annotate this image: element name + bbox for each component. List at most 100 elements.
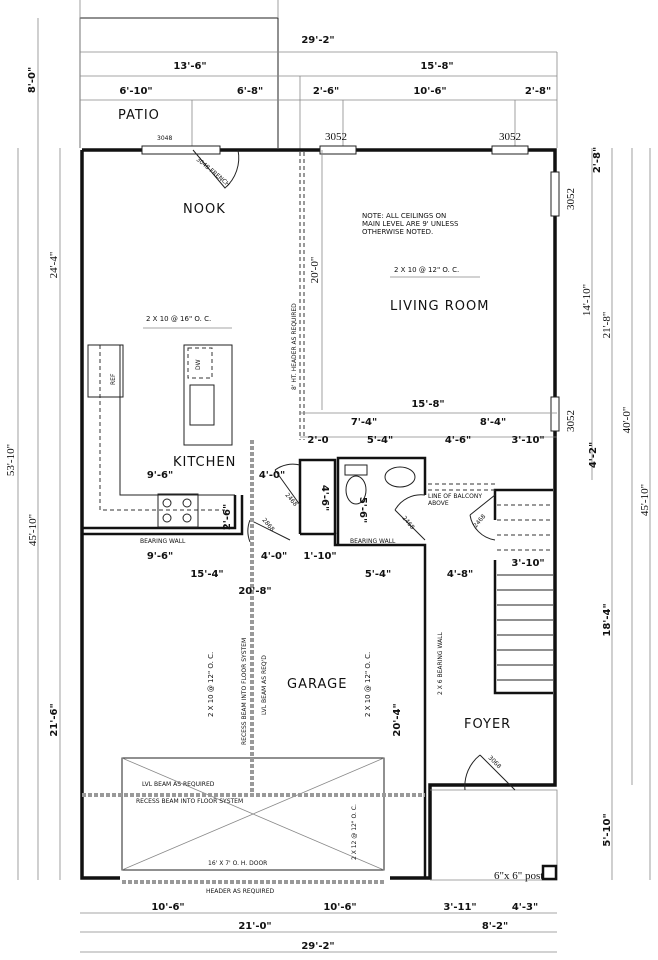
- door-label: 3068: [487, 754, 503, 770]
- dim-interior: 5'-4": [367, 435, 393, 446]
- dim-left-patio: 8'-0": [27, 67, 38, 93]
- top-dimensions: 29'-2" 13'-6" 15'-8" 6'-10" 6'-8" 2'-6" …: [79, 0, 558, 150]
- dim-bottom-right: 8'-2": [482, 921, 508, 932]
- room-label-living-room: LIVING ROOM: [390, 299, 489, 314]
- beam-note: LVL BEAM AS REQ'D: [261, 655, 268, 715]
- door-label: 2468: [472, 513, 487, 529]
- dim-top-right: 15'-8": [420, 61, 453, 72]
- window-label: 3052: [325, 131, 347, 143]
- dim-right: 21'-8": [601, 312, 613, 339]
- dim-interior: 5'-4": [365, 569, 391, 580]
- beam-note: RECESS BEAM INTO FLOOR SYSTEM: [241, 638, 248, 745]
- room-label-nook: NOOK: [183, 202, 226, 217]
- dim-right: 40'-0": [621, 407, 633, 434]
- dim-right: 14'-10": [581, 284, 593, 316]
- bearing-wall-label: BEARING WALL: [140, 538, 186, 545]
- window-label: 3052: [499, 131, 521, 143]
- dim-bottom-seg: 10'-6": [323, 902, 356, 913]
- dim-interior: 1'-10": [303, 551, 336, 562]
- garage-door-label: 16' X 7' O. H. DOOR: [208, 860, 267, 867]
- dim-top-seg: 6'-10": [119, 86, 152, 97]
- post-label: 6"x 6" post: [494, 870, 543, 882]
- door-label: 3048 FRENCH: [195, 156, 232, 188]
- ceiling-note: NOTE: ALL CEILINGS ON: [362, 212, 446, 220]
- dim-top-overall: 29'-2": [301, 35, 334, 46]
- ref-label: REF: [110, 373, 117, 385]
- stair-treads: [497, 504, 553, 681]
- dim-bottom-seg: 4'-3": [512, 902, 538, 913]
- dim-right: 45'-10": [639, 484, 651, 516]
- dim-interior: 4'-6": [319, 485, 330, 511]
- dim-top-seg: 6'-8": [237, 86, 263, 97]
- dim-left-overall: 53'-10": [5, 444, 17, 476]
- window-label: 3052: [565, 410, 577, 432]
- joist-note: 2 X 10 @ 12" O. C.: [207, 652, 215, 717]
- ceiling-note: OTHERWISE NOTED.: [362, 228, 433, 236]
- dishwasher-label: DW: [195, 359, 202, 370]
- bearing-wall-label: 2 X 6 BEARING WALL: [437, 631, 444, 695]
- dim-interior: 15'-4": [190, 569, 223, 580]
- dim-interior: 20'-0": [309, 257, 321, 284]
- joist-note: 2 X 12 @ 12" O. C.: [351, 804, 358, 860]
- dim-interior: 9'-6": [147, 551, 173, 562]
- dim-top-left: 13'-6": [173, 61, 206, 72]
- room-label-kitchen: KITCHEN: [173, 455, 236, 470]
- dim-interior: 4'-0": [261, 551, 287, 562]
- dim-bottom-left: 21'-0": [238, 921, 271, 932]
- dim-interior: 2'-6": [222, 504, 233, 530]
- ceiling-note: MAIN LEVEL ARE 9' UNLESS: [362, 220, 459, 228]
- window-label: 3048: [157, 135, 172, 142]
- dim-interior: 15'-8": [411, 399, 444, 410]
- header-note: 8' HT. HEADER AS REQUIRED: [291, 303, 298, 390]
- bearing-wall-label: BEARING WALL: [350, 538, 396, 545]
- joist-note: 2 X 10 @ 12" O. C.: [364, 652, 372, 717]
- dim-left-upper: 24'-4": [48, 252, 60, 279]
- bottom-dimensions: 10'-6" 10'-6" 3'-11" 4'-3" 21'-0" 8'-2" …: [80, 902, 557, 953]
- left-dimensions: 53'-10" 8'-0" 45'-10" 24'-4" 21'-6": [5, 18, 61, 880]
- room-label-garage: GARAGE: [287, 677, 347, 692]
- joist-note: 2 X 10 @ 12" O. C.: [394, 266, 459, 274]
- beam-note: RECESS BEAM INTO FLOOR SYSTEM: [136, 798, 243, 805]
- dim-interior: 4'-6": [445, 435, 471, 446]
- room-label-patio: PATIO: [118, 108, 160, 123]
- dim-right: 2'-8": [592, 147, 603, 173]
- dim-interior: 4'-0": [259, 470, 285, 481]
- dim-interior: 8'-4": [480, 417, 506, 428]
- patio: PATIO: [79, 17, 279, 148]
- room-label-foyer: FOYER: [464, 717, 511, 732]
- dim-bottom-seg: 3'-11": [443, 902, 476, 913]
- dim-right: 5'-10": [602, 813, 613, 846]
- dim-interior: 7'-4": [351, 417, 377, 428]
- dim-top-seg: 2'-8": [525, 86, 551, 97]
- interior-dimensions: 15'-8" 20'-0" 7'-4" 8'-4" 2'-0 5'-4" 4'-…: [147, 257, 545, 737]
- door-label: 2868: [260, 517, 275, 533]
- dim-interior: 3'-10": [511, 558, 544, 569]
- dim-interior: 20'-4": [392, 703, 403, 736]
- dim-right: 4'-2": [588, 442, 599, 468]
- dim-top-seg: 2'-6": [313, 86, 339, 97]
- dim-left-lower: 21'-6": [49, 703, 60, 736]
- post-icon: [541, 864, 558, 881]
- dim-interior: 2'-0: [307, 435, 328, 446]
- dim-right: 18'-4": [602, 603, 613, 636]
- notes: NOTE: ALL CEILINGS ON MAIN LEVEL ARE 9' …: [136, 212, 482, 895]
- dim-interior: 4'-8": [447, 569, 473, 580]
- beam-note: LVL BEAM AS REQUIRED: [142, 781, 215, 788]
- dim-interior: 9'-6": [147, 470, 173, 481]
- balcony-note: LINE OF BALCONY: [428, 493, 482, 500]
- window-label: 3052: [565, 188, 577, 210]
- header-note: HEADER AS REQUIRED: [206, 888, 275, 895]
- exterior-walls: 6"x 6" post: [80, 148, 558, 882]
- joist-note: 2 X 10 @ 16" O. C.: [146, 315, 211, 323]
- dim-interior: 5'-6": [357, 497, 368, 523]
- dim-bottom-overall: 29'-2": [301, 941, 334, 952]
- dim-interior: 20'-8": [238, 586, 271, 597]
- dim-interior: 3'-10": [511, 435, 544, 446]
- dim-bottom-seg: 10'-6": [151, 902, 184, 913]
- door-label: 2468: [283, 492, 298, 508]
- balcony-note: ABOVE: [428, 500, 449, 507]
- dim-top-seg: 10'-6": [413, 86, 446, 97]
- windows: 3048 3052 3052 3052 3052 3048 FRENCH: [141, 131, 577, 432]
- dim-left-house: 45'-10": [27, 514, 39, 546]
